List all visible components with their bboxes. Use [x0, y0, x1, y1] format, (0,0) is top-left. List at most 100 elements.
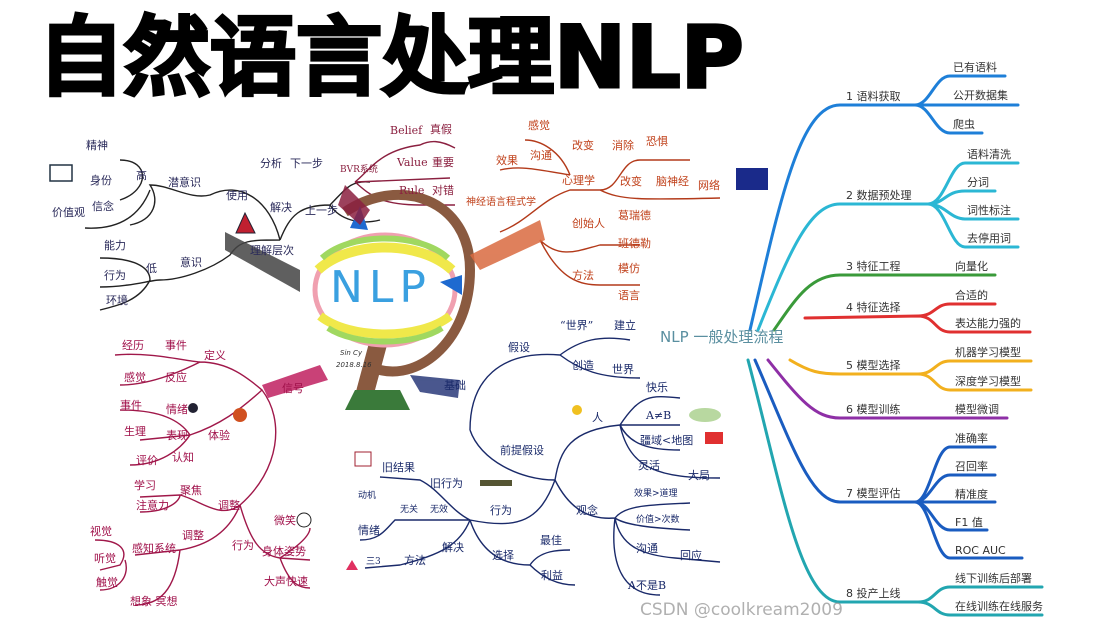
node-label: 行为: [490, 504, 512, 517]
node-label: Belief: [390, 124, 423, 137]
node-label: 信号: [282, 382, 304, 395]
leaf-label: 模型微调: [955, 403, 999, 416]
node-label: 情绪: [358, 524, 380, 537]
node-label: 选择: [492, 549, 514, 562]
node-label: 动机: [358, 491, 377, 501]
node-label: 意识: [180, 256, 202, 269]
person-icon: [572, 405, 582, 415]
node-label: 事件: [120, 399, 142, 412]
branch-line-3: [772, 273, 997, 332]
page-title: 自然语言处理NLP: [37, 7, 746, 110]
ribbon-decorations: [225, 185, 545, 398]
node-label: 改变: [572, 139, 594, 152]
process-root: NLP 一般处理流程: [660, 328, 784, 346]
node-label: 无关: [400, 505, 419, 515]
node-label: 最佳: [540, 534, 562, 547]
node-label: 高: [136, 169, 147, 182]
pie-icon: [233, 408, 247, 422]
leaf-label: ROC AUC: [955, 544, 1006, 557]
node-label: 恐惧: [646, 135, 668, 148]
node-label: 调整: [182, 529, 204, 542]
branch-label: 6 模型训练: [846, 403, 901, 416]
node-label: 建立: [614, 319, 636, 332]
node-label: 事件: [165, 339, 187, 352]
node-label: 消除: [612, 139, 634, 152]
node-label: 解决: [442, 541, 464, 554]
node-label: Rule: [399, 184, 425, 197]
node-label: 环境: [106, 294, 128, 307]
node-label: 灵活: [638, 459, 660, 472]
node-label: 利益: [541, 569, 563, 582]
node-label: 反应: [165, 371, 187, 384]
eye-icon: [188, 403, 198, 413]
node-label: 语言: [618, 289, 640, 302]
node-label: 快乐: [646, 381, 668, 394]
node-label: 触觉: [96, 576, 118, 589]
leaf-label: 已有语料: [953, 61, 997, 74]
node-label: 无效: [430, 505, 449, 515]
node-label: 生理: [124, 425, 146, 438]
leaf-label: 去停用词: [967, 232, 1011, 245]
node-label: 信念: [92, 200, 114, 213]
node-label: 沟通: [530, 149, 552, 162]
node-label: 重要: [432, 156, 454, 169]
node-label: 微笑: [274, 514, 296, 527]
node-label: 感觉: [528, 119, 550, 132]
node-label: 定义: [204, 349, 226, 362]
node-label: 世界: [612, 363, 634, 376]
node-label: 感觉: [124, 371, 146, 384]
node-label: 旧结果: [382, 461, 415, 474]
node-label: 价值>次数: [636, 515, 680, 525]
branch-label: 3 特征工程: [846, 260, 901, 273]
leaf-label: 准确率: [955, 432, 988, 445]
node-label: 表现: [166, 429, 188, 442]
node-label: 方法: [572, 269, 594, 282]
leaf-label: 深度学习模型: [955, 375, 1021, 388]
node-label: 神经语言程式学: [466, 197, 536, 208]
node-label: 精神: [86, 139, 108, 152]
node-label: 脑神经: [656, 175, 689, 188]
node-label: 沟通: [636, 542, 658, 555]
node-label: 评价: [136, 454, 158, 467]
node-label: 行为: [104, 269, 126, 282]
node-label: 班德勒: [618, 237, 651, 250]
triangle-icon: [346, 560, 358, 570]
smiley-icon: [296, 512, 312, 528]
leaf-label: 公开数据集: [953, 89, 1008, 102]
chart-icon: [705, 432, 723, 444]
leaf-label: 爬虫: [953, 118, 975, 131]
node-label: 情绪: [166, 403, 188, 416]
node-label: 身体姿势: [262, 545, 306, 558]
node-label: 下一步: [290, 157, 323, 170]
leaf-label: 语料清洗: [967, 148, 1011, 161]
node-label: Value: [397, 156, 428, 169]
node-label: 调整: [218, 499, 240, 512]
node-label: 使用: [226, 189, 248, 202]
node-label: 感知系统: [132, 542, 176, 555]
bars-icon: [736, 168, 768, 190]
node-label: 对错: [432, 184, 454, 197]
node-label: 基础: [444, 379, 466, 392]
node-label: 分析: [260, 157, 282, 170]
node-label: 三3: [366, 557, 381, 567]
branch-label: 5 模型选择: [846, 359, 901, 372]
branch-label: 4 特征选择: [846, 301, 901, 314]
branch-line-7: [753, 358, 1024, 560]
node-label: 潜意识: [168, 176, 201, 189]
leaf-label: 表达能力强的: [955, 317, 1021, 330]
node-label: 行为: [232, 539, 254, 552]
branch-line-6: [766, 358, 1009, 420]
node-label: 方法: [404, 554, 426, 567]
node-label: 经历: [122, 339, 144, 352]
node-label: 假设: [508, 341, 530, 354]
node-label: 大局: [688, 469, 710, 482]
node-label: 身份: [90, 174, 112, 187]
node-label: 能力: [104, 239, 126, 252]
node-label: 解决: [270, 201, 292, 214]
nlp-logo: NLP: [330, 262, 432, 313]
node-label: 疆域<地图: [640, 434, 694, 447]
node-label: 注意力: [136, 499, 169, 512]
leaf-label: 线下训练后部署: [955, 572, 1032, 585]
signature: Sin Cy: [340, 349, 363, 357]
